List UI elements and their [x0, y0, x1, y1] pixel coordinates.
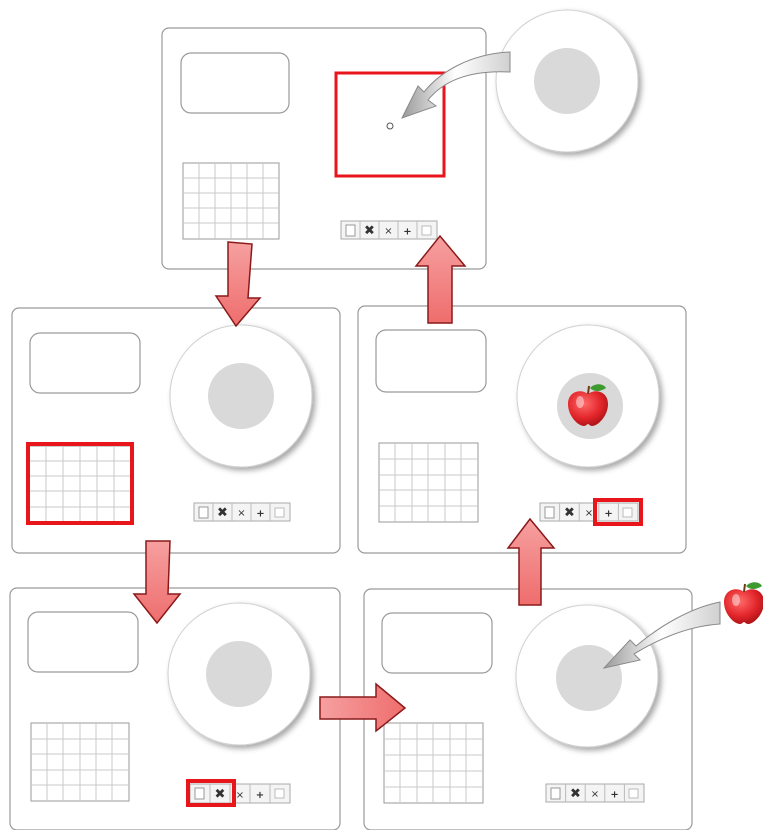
page-icon[interactable] — [195, 788, 204, 799]
panel-step-4: ✖ × + — [364, 582, 763, 830]
tools-icon[interactable]: ✖ — [564, 506, 575, 521]
square-icon[interactable] — [623, 508, 632, 517]
page-icon[interactable] — [346, 225, 355, 236]
page-icon[interactable] — [545, 507, 554, 518]
tools-icon[interactable]: ✖ — [215, 787, 226, 802]
panel-step-5: ✖ × + — [358, 306, 686, 553]
grid-widget[interactable] — [28, 444, 132, 523]
placeholder-box — [376, 330, 486, 392]
disc-widget[interactable] — [516, 605, 658, 747]
plus-icon[interactable]: + — [610, 790, 618, 801]
toolbar: ✖ × + — [341, 221, 437, 239]
toolbar: ✖ × + — [188, 781, 290, 805]
placeholder-box — [28, 612, 138, 672]
tools-icon[interactable]: ✖ — [570, 787, 581, 802]
close-icon[interactable]: × — [237, 508, 245, 519]
panel-step-2: ✖ × + — [12, 308, 340, 553]
page-icon[interactable] — [199, 507, 208, 518]
plus-icon[interactable]: + — [604, 509, 612, 520]
square-icon[interactable] — [275, 789, 284, 798]
close-icon[interactable]: × — [585, 508, 593, 519]
tools-icon[interactable]: ✖ — [217, 506, 228, 521]
close-icon[interactable]: × — [236, 790, 244, 801]
page-icon[interactable] — [551, 788, 560, 799]
disc-widget[interactable] — [168, 603, 310, 745]
placeholder-box — [30, 333, 140, 393]
placeholder-box — [382, 613, 492, 673]
tools-icon[interactable]: ✖ — [364, 224, 375, 239]
grid-widget[interactable] — [183, 163, 279, 239]
toolbar: ✖ × + — [540, 500, 641, 524]
grid-widget[interactable] — [384, 723, 483, 803]
grid-widget[interactable] — [31, 723, 129, 801]
toolbar: ✖ × + — [194, 503, 290, 521]
grid-widget[interactable] — [379, 443, 478, 522]
panel-step-1: ✖ × + — [162, 10, 638, 269]
panel-step-3: ✖ × + — [10, 588, 340, 830]
close-icon[interactable]: × — [591, 789, 599, 800]
placeholder-box — [181, 53, 289, 113]
plus-icon[interactable]: + — [403, 227, 411, 238]
disc-widget[interactable] — [517, 325, 659, 467]
disc-widget[interactable] — [170, 325, 312, 467]
square-icon[interactable] — [275, 508, 284, 517]
plus-icon[interactable]: + — [256, 790, 264, 801]
apple-icon[interactable] — [724, 582, 763, 624]
square-icon[interactable] — [422, 226, 431, 235]
toolbar: ✖ × + — [546, 784, 644, 802]
square-icon[interactable] — [629, 789, 638, 798]
close-icon[interactable]: × — [384, 226, 392, 237]
plus-icon[interactable]: + — [256, 509, 264, 520]
disc-widget[interactable] — [496, 10, 638, 152]
